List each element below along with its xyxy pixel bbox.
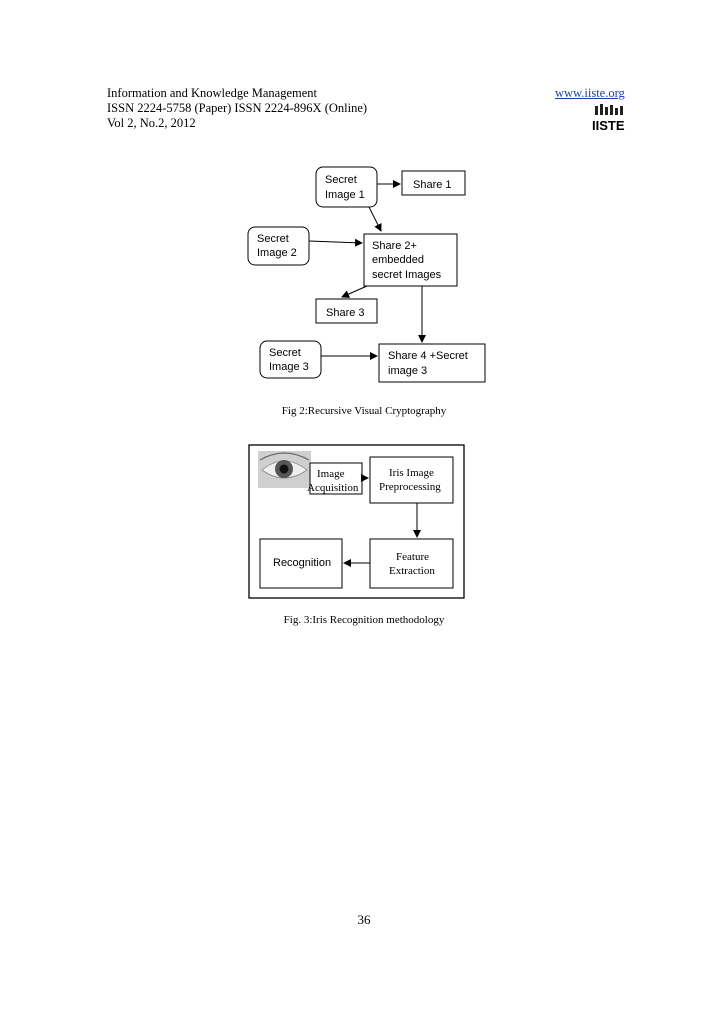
fig3-caption: Fig. 3:Iris Recognition methodology (283, 614, 445, 626)
recognition-label: Recognition (273, 557, 331, 569)
share-3-label: Share 3 (326, 307, 365, 319)
secret-image-1-line1: Secret (325, 174, 357, 186)
journal-url-link[interactable]: www.iiste.org (555, 86, 625, 100)
feature-extraction-node (369, 538, 454, 589)
share-2-line3: secret Images (372, 269, 442, 281)
fig2-diagram: Secret Image 1 Share 1 Secret Image 2 Sh… (247, 166, 486, 383)
share-2-node (363, 233, 458, 287)
feature-line2: Extraction (389, 565, 435, 577)
issn-line: ISSN 2224-5758 (Paper) ISSN 2224-896X (O… (107, 101, 368, 115)
share-2-line1: Share 2+ (372, 240, 417, 252)
iiste-logo: IISTE (592, 104, 625, 132)
secret-image-1-node (315, 166, 378, 208)
secret-image-1-line2: Image 1 (325, 189, 365, 201)
secret-image-3-node (259, 340, 322, 379)
secret-image-2-line1: Secret (257, 233, 289, 245)
acquisition-line2: Acquisition (307, 482, 359, 494)
feature-line1: Feature (396, 551, 429, 563)
arrow-secret1-share2 (368, 206, 382, 232)
secret-image-2-line2: Image 2 (257, 247, 297, 259)
secret-image-3-line2: Image 3 (269, 361, 309, 373)
journal-title: Information and Knowledge Management (107, 86, 318, 100)
fig3-diagram: Image Acquisition Iris Image Preprocessi… (248, 444, 465, 599)
share-1-node (401, 170, 466, 196)
eye-icon (258, 451, 311, 488)
secret-image-2-node (247, 226, 310, 266)
share-4-line2: image 3 (388, 365, 427, 377)
page-number: 36 (357, 912, 371, 927)
preprocessing-line2: Preprocessing (379, 481, 441, 493)
iris-preprocessing-node (369, 456, 454, 504)
preprocessing-line1: Iris Image (389, 467, 434, 479)
secret-image-3-line1: Secret (269, 347, 301, 359)
arrow-secret2-share2 (308, 238, 363, 247)
recognition-node (259, 538, 343, 589)
share-4-node (378, 343, 486, 383)
volume-line: Vol 2, No.2, 2012 (107, 116, 196, 130)
share-1-label: Share 1 (413, 179, 452, 191)
fig2-caption: Fig 2:Recursive Visual Cryptography (281, 405, 447, 417)
share-4-line1: Share 4 +Secret (388, 350, 468, 362)
acquisition-line1: Image (317, 468, 345, 480)
share-3-node (315, 298, 378, 324)
logo-text: IISTE (592, 118, 625, 132)
arrow-share2-share3 (341, 285, 368, 298)
share-2-line2: embedded (372, 254, 424, 266)
image-acquisition-node (309, 462, 363, 495)
